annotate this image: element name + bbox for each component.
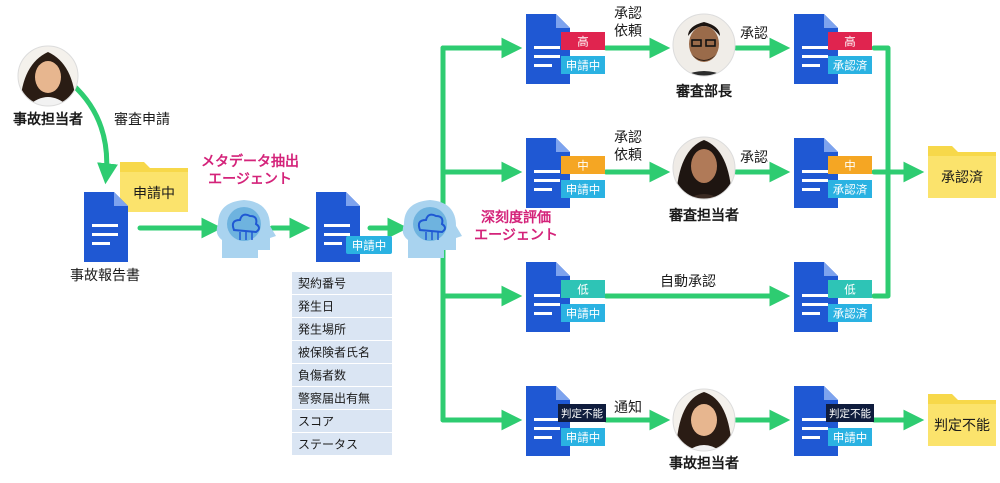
label-approval-request-2: 承認依頼	[614, 130, 642, 164]
metadata-field: 契約番号	[298, 276, 346, 291]
row-mid: 中 申請中 承認依頼 審査担当者 承認 中 承認済	[526, 130, 872, 224]
doc-low-approved	[794, 262, 838, 332]
badge-undecided-2-status	[828, 428, 872, 446]
severity-agent-label: 深刻度評価エージェント	[474, 209, 558, 244]
metadata-row	[292, 341, 392, 363]
badge-approved-2	[828, 180, 872, 198]
reporter-top-avatar	[18, 46, 78, 106]
badge-undecided-2-status-label: 申請中	[833, 431, 868, 445]
badge-undecided	[558, 404, 606, 422]
reporter-top-name: 事故担当者	[13, 111, 83, 128]
accident-report-group: 申請中 事故報告書	[70, 162, 188, 284]
metadata-row	[292, 387, 392, 409]
severity-agent-brain-icon	[402, 200, 462, 258]
approved-folder: 承認済	[928, 146, 996, 198]
undecided-folder-label: 判定不能	[934, 418, 990, 434]
accident-report-label: 事故報告書	[70, 268, 140, 284]
metadata-agent-brain-icon	[216, 200, 276, 258]
label-notify: 通知	[614, 399, 642, 416]
badge-low-label: 低	[577, 283, 589, 297]
metadata-field: 負傷者数	[298, 368, 346, 383]
reporter-bottom-avatar	[673, 389, 735, 451]
badge-undecided-label: 判定不能	[561, 407, 603, 420]
badge-mid-2	[828, 156, 872, 174]
badge-low-2	[828, 280, 872, 298]
badge-mid-2-label: 中	[844, 159, 856, 173]
doc-low	[526, 262, 570, 332]
manager-name: 審査部長	[675, 83, 733, 100]
metadata-row	[292, 295, 392, 317]
label-auto-approval: 自動承認	[660, 274, 716, 290]
metadata-field: 発生場所	[298, 323, 346, 337]
undecided-folder: 判定不能	[928, 394, 996, 446]
metadata-field: ステータス	[298, 438, 358, 452]
status-folder: 申請中	[120, 162, 188, 212]
badge-low	[561, 280, 605, 298]
badge-mid-status	[561, 180, 605, 198]
doc-mid	[526, 138, 570, 208]
arrow-request	[69, 81, 118, 185]
reporter-bottom-name: 事故担当者	[669, 455, 739, 472]
severity-agent: 深刻度評価エージェント	[402, 200, 558, 258]
metadata-agent: メタデータ抽出エージェント	[201, 153, 299, 258]
doc-high	[526, 14, 570, 84]
label-approval-1: 承認	[740, 26, 768, 42]
processed-doc-badge: 申請中	[346, 236, 392, 254]
metadata-field: 警察届出有無	[298, 391, 370, 406]
badge-high	[561, 32, 605, 50]
processed-doc-badge-label: 申請中	[352, 239, 387, 253]
label-review-request: 審査申請	[114, 112, 170, 128]
accident-report-doc	[84, 192, 128, 262]
reviewer-avatar	[673, 137, 735, 199]
badge-approved-3-label: 承認済	[833, 307, 868, 321]
row-low: 低 申請中 自動承認 低 承認済	[526, 262, 872, 332]
badge-approved-3	[828, 304, 872, 322]
badge-undecided-status-label: 申請中	[566, 431, 601, 445]
reviewer-name: 審査担当者	[668, 207, 739, 224]
row-undecided: 判定不能 申請中 通知 事故担当者 判定不能 申請中	[526, 386, 874, 472]
label-approval-2: 承認	[740, 150, 768, 166]
status-folder-label: 申請中	[133, 186, 175, 202]
metadata-agent-label: メタデータ抽出エージェント	[201, 153, 299, 188]
badge-low-status	[561, 304, 605, 322]
approved-folder-label: 承認済	[941, 170, 983, 186]
doc-high-approved	[794, 14, 838, 84]
row-high: 高 申請中 承認依頼 審査部長 承認 高 承認済	[526, 6, 872, 100]
badge-high-status-label: 申請中	[566, 59, 601, 73]
label-approval-request-1: 承認依頼	[614, 6, 642, 40]
metadata-row	[292, 433, 392, 455]
badge-undecided-status	[561, 428, 605, 446]
badge-mid-label: 中	[577, 159, 589, 173]
metadata-row	[292, 318, 392, 340]
badge-approved-1	[828, 56, 872, 74]
badge-undecided-2-label: 判定不能	[829, 407, 871, 420]
metadata-field: 発生日	[298, 300, 334, 314]
metadata-row	[292, 410, 392, 432]
badge-high-label: 高	[577, 35, 589, 49]
badge-mid	[561, 156, 605, 174]
badge-approved-1-label: 承認済	[833, 59, 868, 73]
doc-undecided-final	[794, 386, 838, 456]
badge-approved-2-label: 承認済	[833, 183, 868, 197]
badge-high-2	[828, 32, 872, 50]
badge-mid-status-label: 申請中	[566, 183, 601, 197]
metadata-field: スコア	[298, 415, 334, 429]
doc-mid-approved	[794, 138, 838, 208]
badge-high-2-label: 高	[844, 35, 856, 49]
badge-low-2-label: 低	[844, 283, 856, 297]
metadata-field: 被保険者氏名	[298, 345, 370, 360]
reporter-top: 事故担当者 審査申請	[13, 45, 170, 128]
badge-low-status-label: 申請中	[566, 307, 601, 321]
doc-undecided	[526, 386, 570, 456]
badge-undecided-2	[826, 404, 874, 422]
metadata-row	[292, 364, 392, 386]
badge-high-status	[561, 56, 605, 74]
metadata-row	[292, 272, 392, 294]
